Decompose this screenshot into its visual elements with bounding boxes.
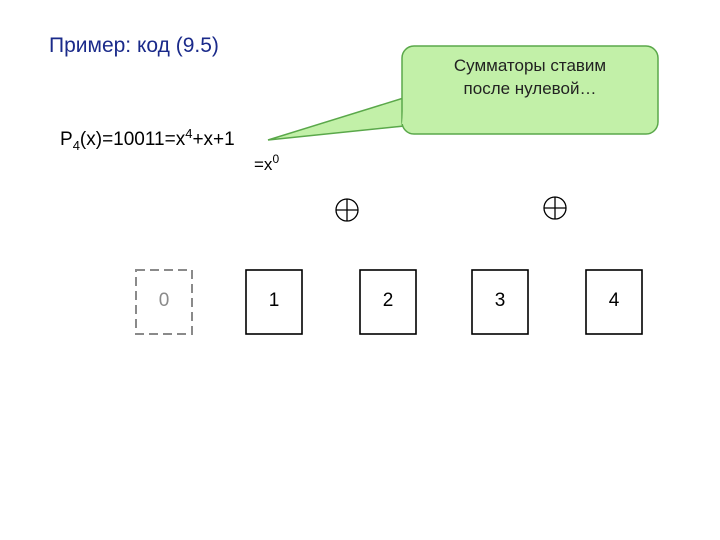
xor-adder-icon — [543, 196, 567, 220]
register-cell-1-label: 1 — [268, 290, 280, 311]
xor-adder-icon — [335, 198, 359, 222]
x-zero-base: =x — [254, 155, 273, 174]
callout-pointer — [267, 94, 411, 141]
register-cell-4 — [585, 269, 643, 335]
register-cell-1 — [245, 269, 303, 335]
poly-body: (x)=10011=x — [79, 129, 186, 150]
poly-power: 4 — [185, 126, 193, 141]
callout-line-1: Сумматоры ставим — [453, 56, 607, 75]
callout-text: Сумматоры ставим после нулевой… — [404, 54, 656, 100]
register-cell-2 — [359, 269, 417, 335]
register-cell-2-label: 2 — [382, 290, 394, 311]
poly-subscript: 4 — [72, 138, 80, 153]
slide-title: Пример: код (9.5) — [49, 34, 219, 57]
register-cell-3-label: 3 — [494, 290, 506, 311]
poly-suffix: +x+1 — [192, 129, 235, 150]
x-zero-label: =x0 — [254, 152, 279, 175]
register-cell-3 — [471, 269, 529, 335]
register-cell-0-label: 0 — [158, 290, 170, 311]
register-cell-0 — [135, 269, 193, 335]
poly-prefix: P — [60, 129, 73, 150]
x-zero-power: 0 — [272, 152, 280, 166]
callout-box — [401, 45, 659, 135]
register-cell-4-label: 4 — [608, 290, 620, 311]
callout-line-2: после нулевой… — [463, 79, 597, 98]
polynomial-formula: P4(x)=10011=x4+x+1 — [60, 126, 235, 153]
